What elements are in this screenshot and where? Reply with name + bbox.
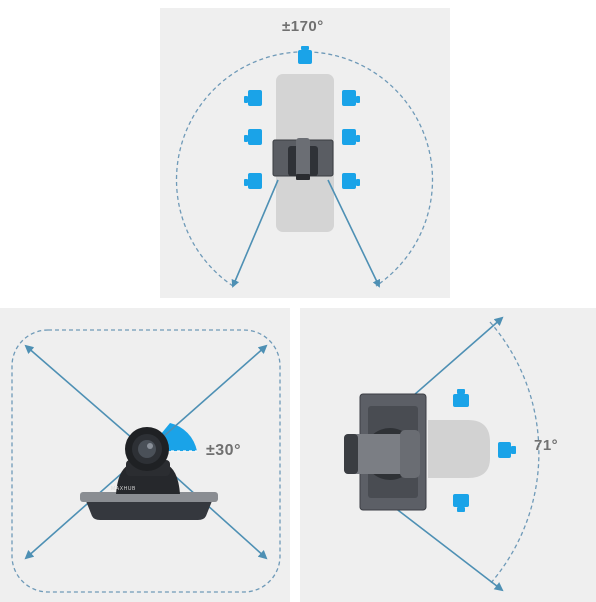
fov-dashed-arc	[489, 321, 540, 585]
fov-angle-label: 71°	[534, 437, 559, 454]
camera-top-view	[272, 138, 334, 180]
fov-panel: 71°	[300, 308, 596, 602]
camera-side-view	[344, 393, 427, 511]
chair-icon	[298, 46, 312, 64]
chair-icon	[453, 494, 469, 512]
fov-arrow-lower	[389, 503, 504, 592]
camera-front-view	[80, 427, 218, 520]
tilt-dashed-frame	[11, 329, 281, 593]
pan-range-panel: ±170°	[160, 8, 450, 298]
camera-brand-text: MAXHUB	[111, 486, 136, 492]
chair-icon	[244, 90, 262, 106]
pan-arrow-right	[327, 179, 381, 288]
fov-conference-table	[428, 420, 490, 478]
tilt-diagram	[11, 329, 281, 593]
pan-arrow-left	[231, 179, 279, 288]
chair-icon	[342, 129, 360, 145]
tilt-arrow-up-right	[146, 344, 268, 452]
chair-icon	[498, 442, 516, 458]
chair-icon	[453, 389, 469, 407]
chair-icon	[342, 90, 360, 106]
tilt-range-panel: MAXHUB ±30°	[0, 308, 290, 602]
pan-diagram	[175, 46, 434, 288]
tilt-angle-label: ±30°	[206, 442, 241, 459]
pan-dashed-arc	[175, 51, 434, 287]
chair-icon	[244, 173, 262, 189]
fov-diagram	[344, 316, 540, 592]
chair-icon	[244, 129, 262, 145]
pan-angle-label: ±170°	[282, 18, 324, 35]
tilt-arrow-up-left	[24, 344, 148, 452]
chair-icon	[342, 173, 360, 189]
